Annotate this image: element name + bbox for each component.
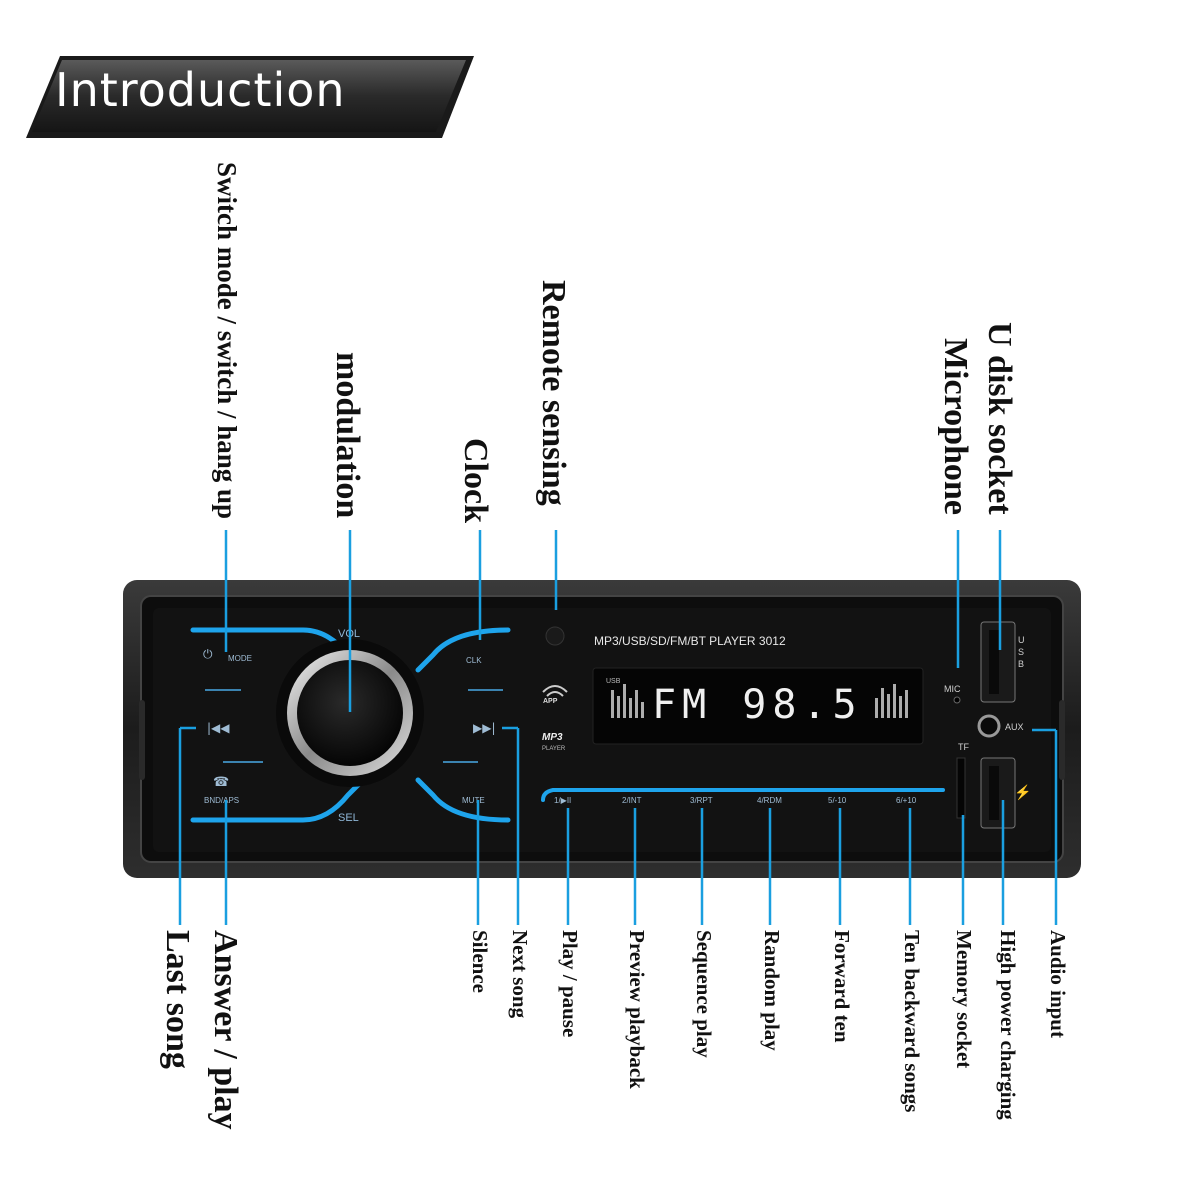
label-audio-input: Audio input <box>1046 930 1070 1038</box>
label-ten-backward-songs: Ten backward songs <box>900 930 924 1113</box>
label-switch-mode: Switch mode / switch / hang up <box>212 162 242 520</box>
svg-text:☎: ☎ <box>213 775 229 790</box>
aux-label: AUX <box>1005 722 1024 732</box>
mute-label: MUTE <box>462 796 485 805</box>
bnd-aps-label: BND/APS <box>204 796 240 805</box>
page-title: Introduction <box>55 63 346 117</box>
app-label: APP <box>543 698 558 705</box>
label-preview-playback: Preview playback <box>625 930 649 1089</box>
svg-text:|◀◀: |◀◀ <box>207 721 230 735</box>
label-silence: Silence <box>468 930 492 993</box>
preset-button-4[interactable]: 4/RDM <box>757 796 782 805</box>
charge-bolt-icon: ⚡ <box>1014 784 1032 800</box>
label-answer-play: Answer / play <box>207 930 244 1130</box>
panel-model-text: MP3/USB/SD/FM/BT PLAYER 3012 <box>594 634 786 648</box>
label-clock: Clock <box>457 438 494 523</box>
label-sequence-play: Sequence play <box>692 930 716 1058</box>
tf-label: TF <box>958 742 969 752</box>
label-remote-sensing: Remote sensing <box>535 280 572 506</box>
preset-button-6[interactable]: 6/+10 <box>896 796 917 805</box>
label-u-disk-socket: U disk socket <box>981 322 1018 515</box>
lcd-display: FM 98.5 <box>652 682 863 728</box>
clk-label: CLK <box>466 656 482 665</box>
svg-text:⏻: ⏻ <box>203 647 213 661</box>
label-modulation: modulation <box>329 352 366 519</box>
label-next-song: Next song <box>508 930 532 1019</box>
label-play-pause: Play / pause <box>558 930 582 1038</box>
sel-label: SEL <box>338 812 359 824</box>
preset-button-1[interactable]: 1/▶II <box>554 796 572 805</box>
mp3-logo: MP3 <box>542 732 563 743</box>
svg-text:▶▶|: ▶▶| <box>473 721 496 735</box>
preset-button-5[interactable]: 5/-10 <box>828 796 847 805</box>
label-high-power-charging: High power charging <box>996 930 1020 1120</box>
label-last-song: Last song <box>159 930 196 1069</box>
mic-label: MIC <box>944 684 961 694</box>
preset-button-3[interactable]: 3/RPT <box>690 796 713 805</box>
label-memory-socket: Memory socket <box>952 930 976 1069</box>
lcd-usb-tag: USB <box>606 678 621 685</box>
vol-label: VOL <box>338 628 361 640</box>
usb-label: U S B <box>1018 635 1025 669</box>
preset-button-2[interactable]: 2/INT <box>622 796 642 805</box>
mp3-player-sub: PLAYER <box>542 746 566 752</box>
label-random-play: Random play <box>760 930 784 1051</box>
label-microphone: Microphone <box>937 338 974 515</box>
label-forward-ten: Forward ten <box>830 930 854 1043</box>
title-banner <box>26 56 474 138</box>
mode-label: MODE <box>228 654 252 663</box>
stereo-head-unit: |◀◀ ▶▶| ⏻ ☎ <box>123 580 1081 878</box>
